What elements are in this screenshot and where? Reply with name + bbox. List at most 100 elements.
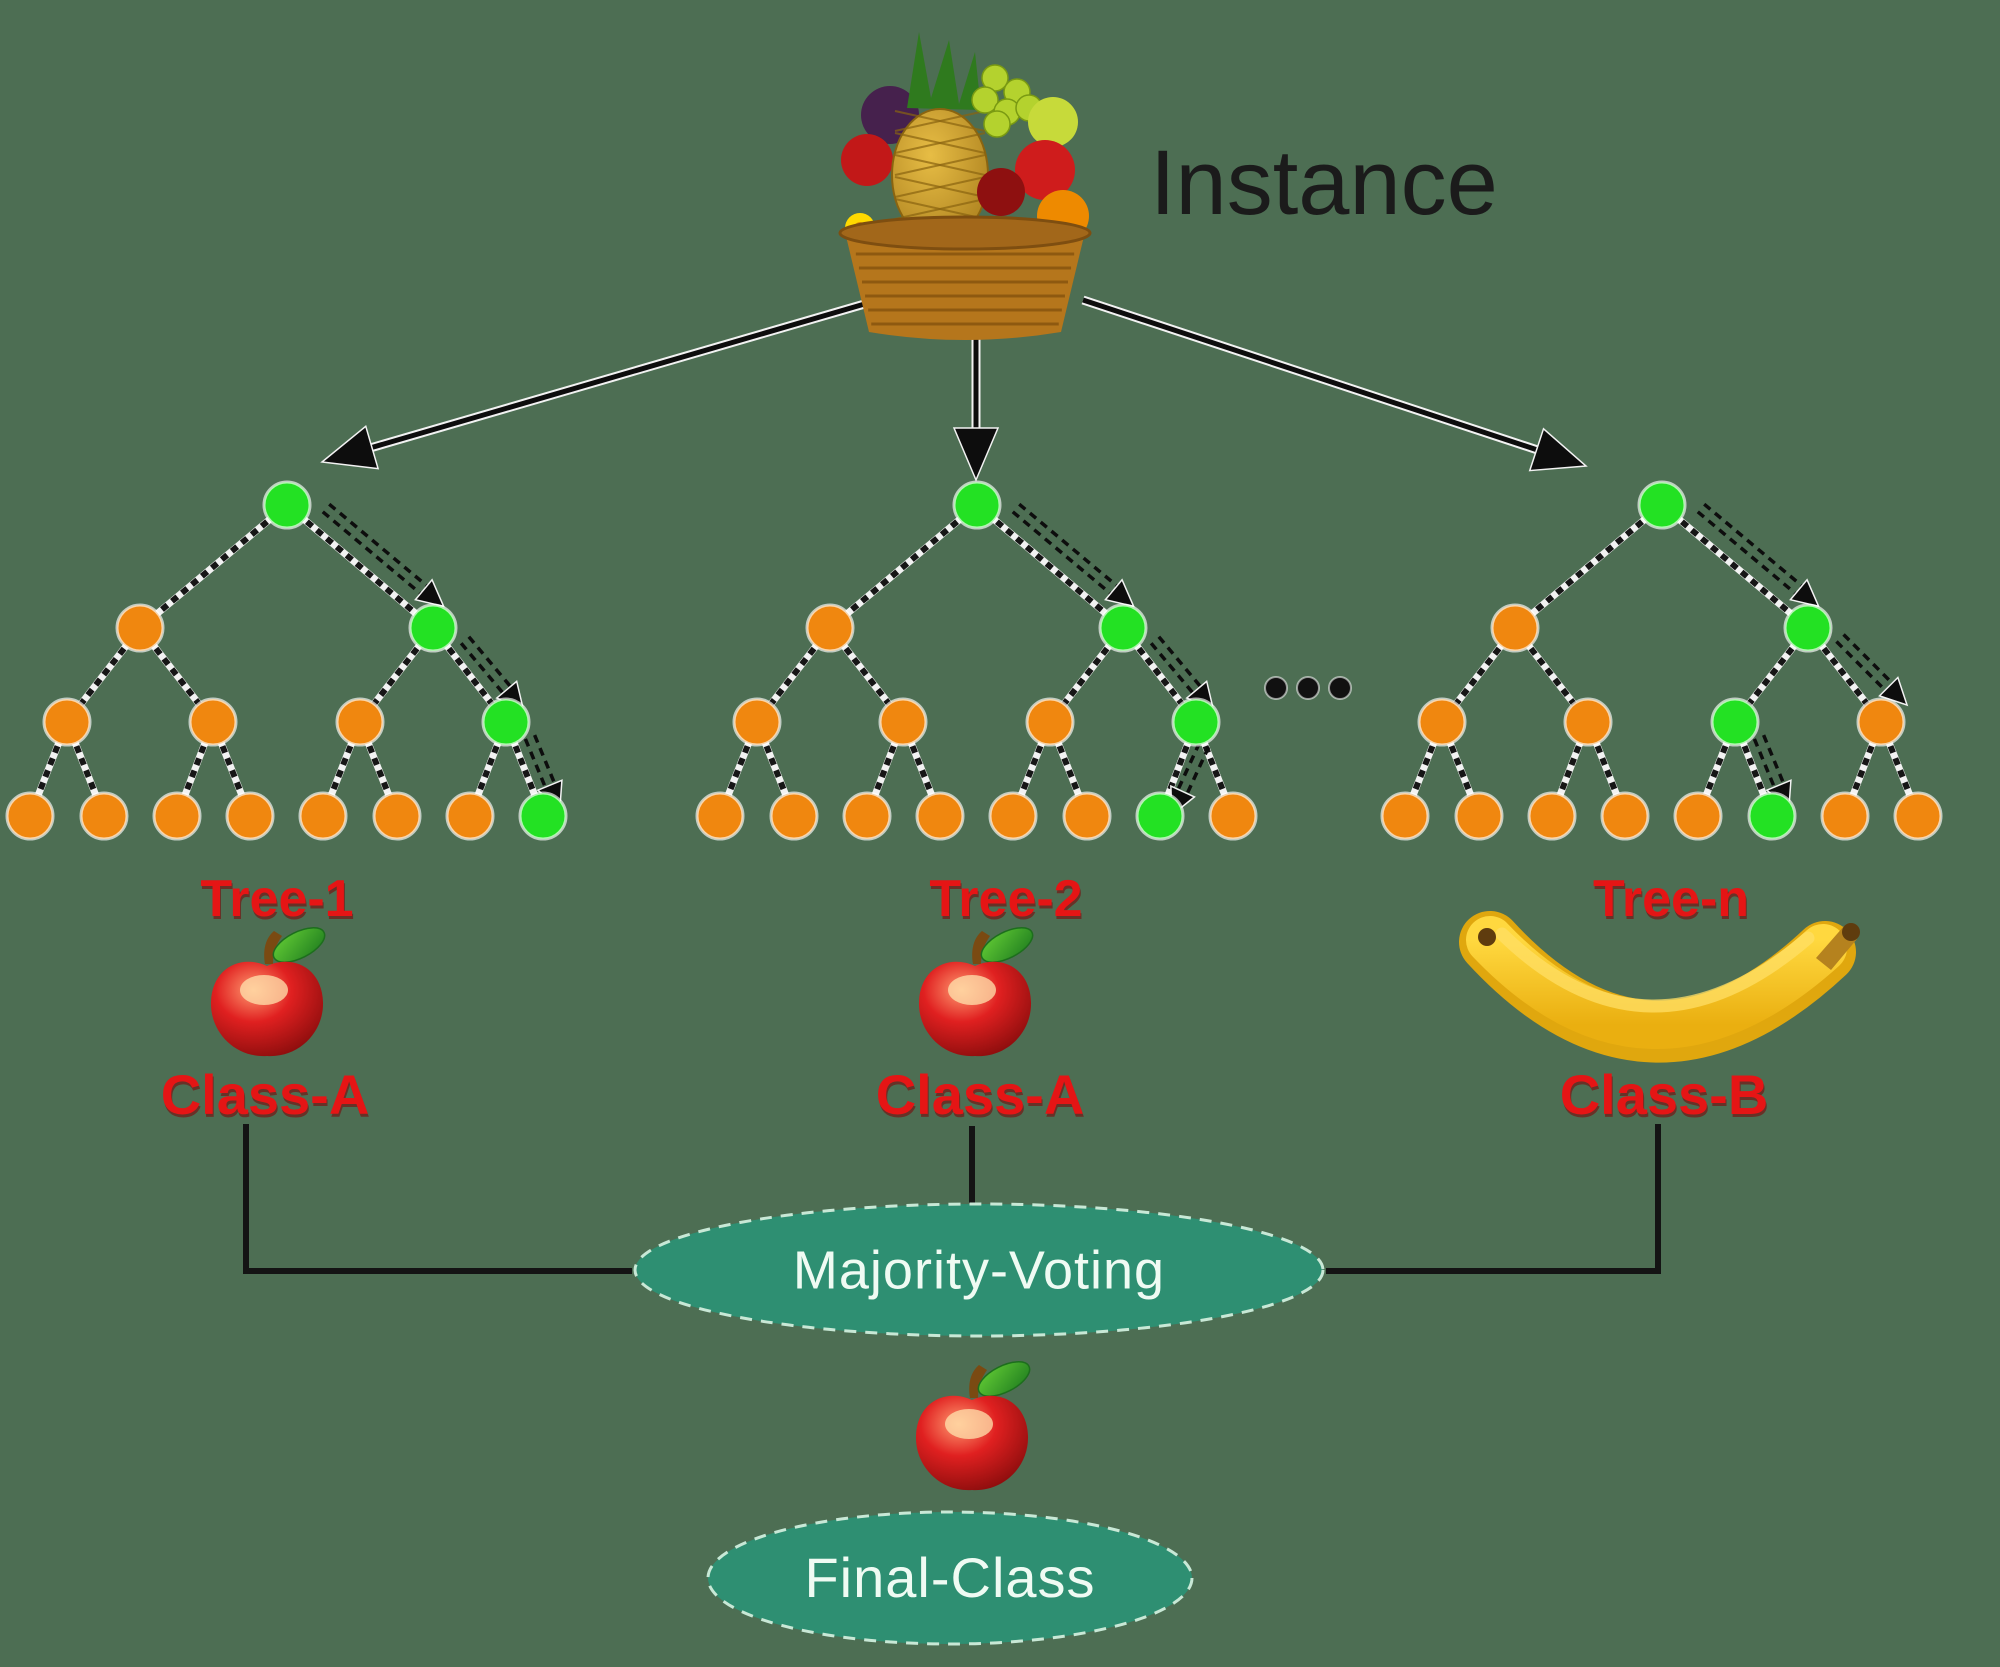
tree-1-leaf-node-0 [5,791,55,841]
tree-n-leaf-node-5 [1747,791,1797,841]
tree-n-leaf-node-4 [1673,791,1723,841]
tree-n-label: Tree-n [1593,870,1749,928]
tree-2-leaf-node-3 [915,791,965,841]
apple-icon-tree-2-stem [972,931,990,964]
instance-arrow-right-shaft [1082,297,1544,454]
tree-1-label-shadow: Tree-1 [201,873,354,931]
tree-n-decision-path-arrow-2-line-0 [1762,734,1786,786]
tree-2-leaf-node-1 [769,791,819,841]
tree-2-decision-path-arrow-1-line-0 [1157,635,1204,690]
basket-rim [838,215,1092,251]
tree-n-decision-path-arrow-0 [1696,502,1820,608]
tree-1-label: Tree-1 [200,870,353,928]
grapes-icon [971,86,999,114]
tree-2-decision-path-arrow-0-line-1 [1011,510,1114,597]
apple-icon-tree-2-leaf [980,927,1034,963]
tree-n-leaf-node-6 [1820,791,1870,841]
banana-icon-tree-n-tip [1478,928,1496,946]
tree-n-leaf-node-3 [1600,791,1650,841]
pineapple-texture [894,176,986,198]
tree-1-decision-path-arrow-0 [321,502,445,608]
final-class-label: Final-Class [804,1546,1095,1609]
pineapple-texture [894,110,986,132]
tree-1-edge-root-r [285,502,435,631]
banana-icon-tree-n-stem-end [1842,923,1860,941]
tree-1-root-node [262,480,312,530]
apple-icon-tree-2-body [918,961,1032,1057]
tree-n-class-label-shadow: Class-B [1561,1066,1770,1129]
tree-n-l2-node-0 [1490,603,1540,653]
tree-1-l3-node-0 [42,697,92,747]
tree-1-leaf-node-4 [298,791,348,841]
red-fruit-icon [841,134,893,186]
apple-icon-tree-1-highlight [240,975,288,1005]
tree-n-decision-path-arrow-2-line-1 [1752,738,1777,790]
tree-n-label-shadow: Tree-n [1594,873,1750,931]
apple-icon-final-body [915,1395,1029,1491]
instance-arrow-middle-arrowhead-icon [952,427,1000,482]
tree-1-decision-path-arrow-0-line-0 [328,502,430,589]
tree-1-leaf-node-1 [79,791,129,841]
tree-1-l2-node-0 [115,603,165,653]
connector-line-2 [1326,1124,1661,1274]
green-apple-icon [1028,97,1078,147]
tree-2-edge-root-l [828,502,979,631]
instance-arrow-left-arrowhead-icon [320,425,380,470]
tree-2-class-label: Class-A [876,1063,1085,1126]
tree-1-decision-path-arrow-2-line-0 [533,734,557,786]
tree-n-edge-root-l [1513,502,1664,631]
banana-icon-tree-n [1459,911,1860,1063]
tree-1-decision-path-arrow-0-line-1 [321,510,424,597]
instance-arrow-left [320,298,870,470]
instance-label: Instance [1150,132,1498,234]
tree-2-leaf-node-7 [1208,791,1258,841]
tree-1-class-label-shadow: Class-A [162,1066,371,1129]
tree-n-leaf-node-2 [1527,791,1577,841]
tree-n-decision-path-arrow-0-line-0 [1703,502,1805,589]
tree-1-leaf-node-5 [372,791,422,841]
ellipsis-dot [1264,676,1288,700]
tree-n-leaf-node-1 [1454,791,1504,841]
red-apple-icon [1015,140,1075,200]
tree-1-leaf-node-2 [152,791,202,841]
tree-n-edge-root-r [1660,502,1810,631]
tree-2-leaf-node-6 [1135,791,1185,841]
apple-icon-tree-1-stem [264,931,282,964]
tree-1-edge-root-l [138,502,289,631]
tree-2-edge-root-r [975,502,1125,631]
tree-n-class-label: Class-B [1560,1063,1769,1126]
tree-2-leaf-node-5 [1062,791,1112,841]
ellipsis-dot [1328,676,1352,700]
pineapple-crown-icon [907,32,981,110]
pineapple-texture [894,154,986,176]
tree-2-l2-node-0 [805,603,855,653]
banana-icon-tree-n-body [1466,916,1847,1049]
tree-1-l2-node-1 [408,603,458,653]
tree-1-decision-path-arrow-2-line-1 [523,738,548,790]
pineapple-texture [894,132,986,154]
tree-n-l3-node-2 [1710,697,1760,747]
ellipsis-dot [1296,676,1320,700]
tree-1-decision-path-arrow-0-arrowhead-icon [414,578,445,608]
tree-2-l3-node-2 [1025,697,1075,747]
tree-2-decision-path-arrow-1-line-1 [1149,642,1196,696]
tree-n-leaf-node-0 [1380,791,1430,841]
apple-icon-tree-2 [918,927,1034,1057]
tree-n-l3-node-1 [1563,697,1613,747]
tree-2-decision-path-arrow-0 [1011,502,1135,608]
dark-apple-icon [977,168,1025,216]
tree-n-decision-path-arrow-0-line-1 [1696,510,1799,597]
tree-n-l3-node-0 [1417,697,1467,747]
instance-arrow-left-shaft [365,300,869,452]
tree-2-root-node [952,480,1002,530]
tree-1-leaf-node-7 [518,791,568,841]
tree-1-l3-node-3 [481,697,531,747]
majority-voting-label: Majority-Voting [793,1240,1165,1300]
tree-1-decision-path-arrow-1-line-1 [459,642,506,696]
apple-icon-final-stem [969,1365,987,1398]
tree-n-decision-path-arrow-1-line-0 [1842,633,1895,686]
apple-icon-final [915,1361,1031,1491]
tree-2-label-shadow: Tree-2 [930,873,1083,931]
